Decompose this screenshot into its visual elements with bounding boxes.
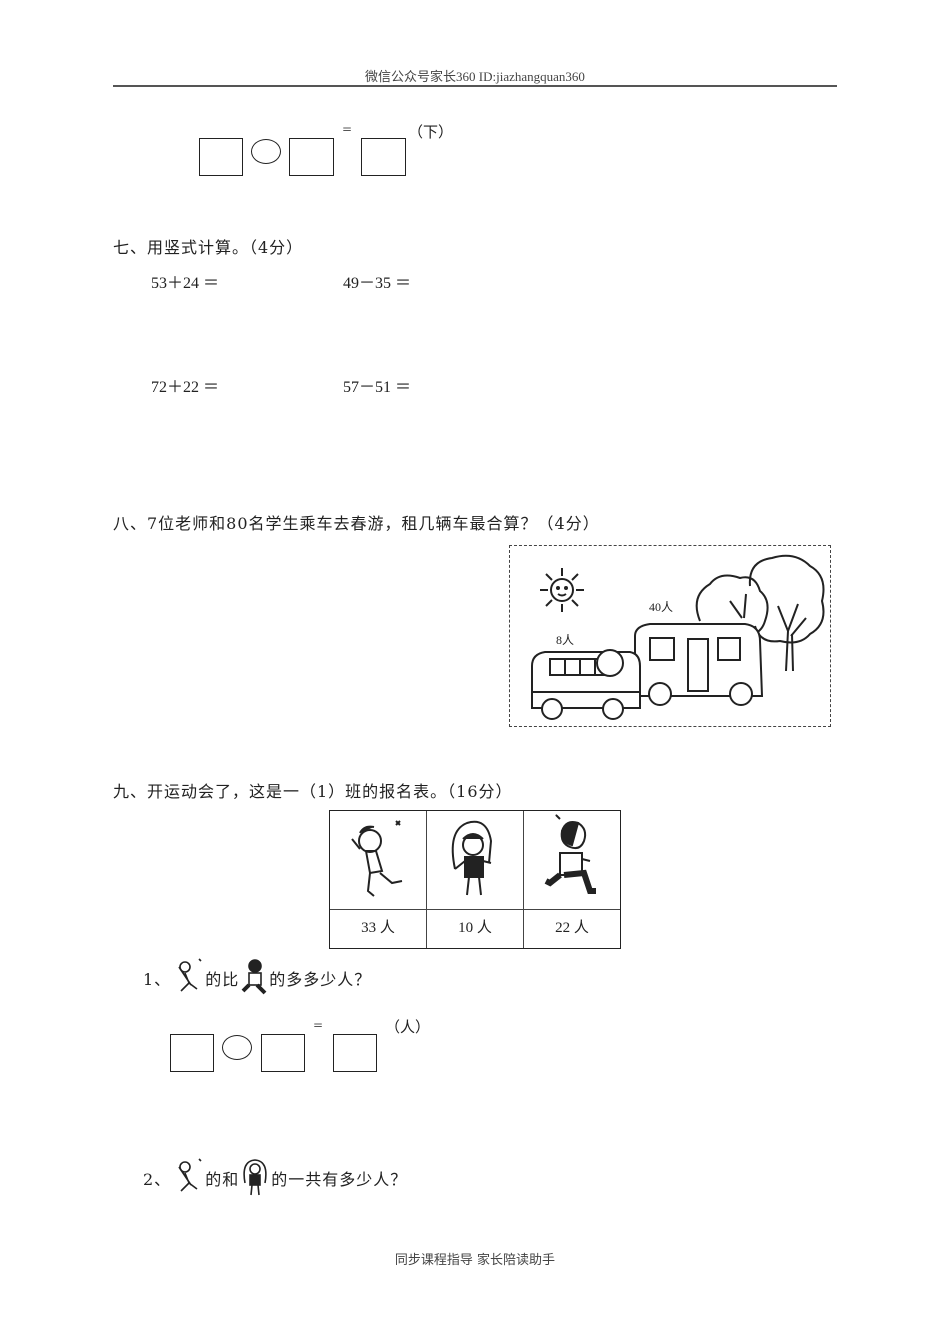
q1-answer-box-1[interactable] (170, 1034, 214, 1072)
boy-running-icon (241, 959, 267, 995)
bus-scene-icon: 40人 8人 (531, 554, 825, 720)
question-2: 2、 的和 的一共有多少人？ (143, 1157, 407, 1199)
table-cell-icon-1 (330, 811, 427, 910)
large-bus-icon (634, 623, 764, 706)
girl-throwing-icon (178, 1158, 202, 1192)
small-bus-label: 8人 (556, 633, 574, 647)
page-footer: 同步课程指导 家长陪读助手 (394, 1253, 556, 1268)
small-bus-icon (531, 649, 641, 720)
trees-icon (695, 554, 825, 672)
header-divider (113, 85, 837, 87)
large-bus-label: 40人 (649, 600, 673, 614)
answer-box-2[interactable] (289, 138, 334, 176)
problem-4: 57－51 ＝ (343, 379, 412, 396)
girl-jump-rope-icon (243, 1159, 267, 1196)
equals-sign: = (342, 122, 353, 136)
unit-label: （下） (408, 123, 454, 141)
q1-unit-label: （人） (385, 1018, 431, 1036)
section-9-title: 九、开运动会了，这是一（1）班的报名表。（16分） (113, 782, 513, 801)
table-count-2: 10 人 (427, 910, 524, 948)
table-count-1: 33 人 (330, 910, 427, 948)
answer-box-result[interactable] (361, 138, 406, 176)
section-7-title: 七、用竖式计算。（4分） (113, 238, 304, 257)
problem-2: 49－35 ＝ (343, 275, 412, 292)
question-2-end: 的一共有多少人？ (271, 1170, 408, 1189)
q1-answer-box-result[interactable] (333, 1034, 377, 1072)
page-header: 微信公众号家长360 ID:jiazhangquan360 (365, 69, 585, 84)
registration-table: 33 人 10 人 22 人 (329, 810, 621, 949)
problem-3: 72＋22 ＝ (151, 379, 220, 396)
question-1-number: 1、 (143, 970, 172, 989)
table-cell-icon-3 (524, 811, 620, 910)
q1-answer-box-2[interactable] (261, 1034, 305, 1072)
girl-jump-rope-icon (451, 820, 493, 896)
girl-throwing-icon (351, 820, 403, 897)
answer-box-1[interactable] (199, 138, 243, 176)
boy-running-icon (544, 814, 596, 894)
q1-operator-circle[interactable] (222, 1035, 252, 1060)
q1-equals-sign: = (313, 1018, 324, 1032)
question-2-number: 2、 (143, 1170, 172, 1189)
question-2-mid: 的和 (205, 1170, 240, 1189)
question-1: 1、 的比 的多多少人？ (143, 957, 371, 999)
girl-throwing-icon (178, 958, 202, 992)
question-1-end: 的多多少人？ (269, 970, 372, 989)
bus-illustration: 40人 8人 (509, 545, 831, 727)
question-1-mid: 的比 (205, 970, 240, 989)
section-8-title: 八、7位老师和80名学生乘车去春游，租几辆车最合算？（4分） (113, 514, 600, 533)
operator-circle[interactable] (251, 139, 281, 164)
problem-1: 53＋24 ＝ (151, 275, 220, 292)
sun-icon (540, 568, 584, 612)
table-count-3: 22 人 (555, 920, 589, 936)
table-cell-icon-2 (427, 811, 524, 910)
